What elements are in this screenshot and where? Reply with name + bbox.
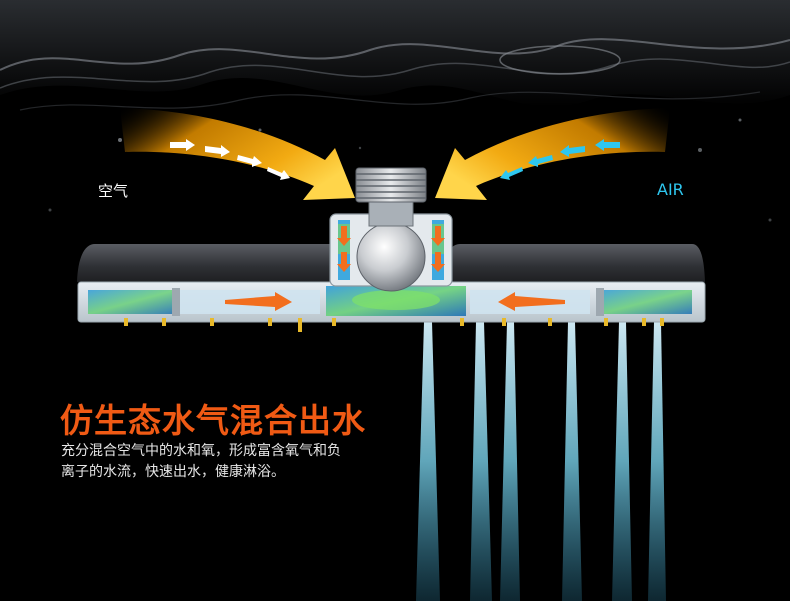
air-intake-arrow-icon xyxy=(120,108,355,200)
description-line: 充分混合空气中的水和氧，形成富含氧气和负 xyxy=(61,443,341,459)
air-label-chinese: 空气 xyxy=(98,182,129,200)
air-intake-arrow-icon xyxy=(435,108,670,200)
water-jets xyxy=(416,322,666,601)
headline: 仿生态水气混合出水 xyxy=(60,401,366,440)
air-label-english: AIR xyxy=(657,180,684,199)
description-line: 离子的水流，快速出水，健康淋浴。 xyxy=(61,464,285,480)
mixing-chamber xyxy=(329,199,453,292)
threaded-connector-icon xyxy=(355,167,427,203)
shower-head-body xyxy=(77,244,706,332)
water-surface xyxy=(0,0,790,222)
